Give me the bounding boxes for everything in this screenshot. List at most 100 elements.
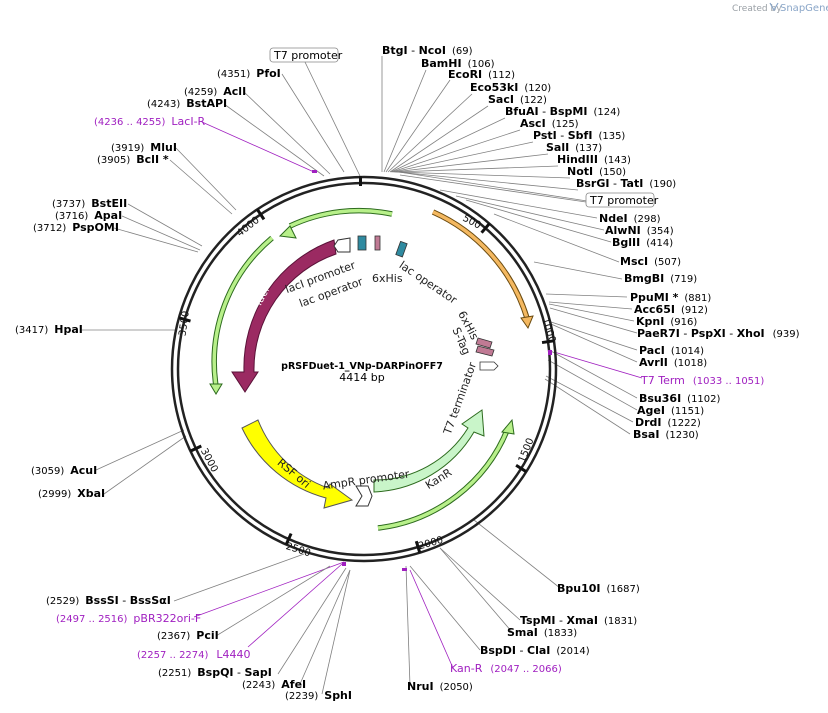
- plasmid-length: 4414 bp: [339, 371, 384, 384]
- snapgene-logo-icon: [769, 2, 779, 12]
- site-label: TspMI - XmaI(1831): [520, 614, 637, 627]
- brand-name: SnapGene: [780, 3, 828, 14]
- site-label: (2239)SphI: [285, 689, 352, 702]
- site-label: Bpu10I(1687): [557, 582, 640, 595]
- site-label: AgeI(1151): [637, 404, 704, 417]
- site-labels-left: (4351)PfoI (4259)AclI (4243)BstAPI (3919…: [15, 67, 306, 691]
- site-label: SalI(137): [546, 141, 602, 154]
- site-label: (4243)BstAPI: [147, 97, 227, 110]
- primer-label: Kan-R(2047 .. 2066): [450, 662, 562, 675]
- t7-promoter-box-1: T7 promoter: [269, 47, 343, 63]
- site-label: Bsu36I(1102): [639, 392, 721, 405]
- site-label: PacI(1014): [639, 344, 704, 357]
- kanr-feature: [373, 409, 485, 493]
- site-label: BsrGI - TatI(190): [576, 177, 676, 190]
- t7-promoter-label: T7 promoter: [273, 49, 343, 62]
- ring-features: [209, 207, 534, 531]
- primer-labels: (4236 .. 4255)LacI-R T7 Term(1033 .. 105…: [56, 115, 764, 675]
- site-label: NruI(2050): [407, 680, 473, 693]
- feature-arrows: [231, 235, 499, 509]
- site-label: SmaI(1833): [507, 626, 577, 639]
- s-tag-feature: [475, 345, 495, 357]
- site-label: BsaI(1230): [633, 428, 699, 441]
- t7-promoter-box-2: T7 promoter: [585, 192, 659, 208]
- site-label: BfuAI - BspMI(124): [505, 105, 620, 118]
- site-label: BspDI - ClaI(2014): [480, 644, 590, 657]
- site-label: PaeR7I - PspXI - XhoI(939): [637, 327, 800, 340]
- leader-lines: [82, 56, 643, 695]
- site-label: SacI(122): [488, 93, 547, 106]
- ruler-label: 2500: [284, 541, 312, 559]
- site-label: (2367)PciI: [157, 629, 219, 642]
- lac-operator-label-2: lac operator: [397, 259, 460, 307]
- origin-arrow-icon: [520, 315, 534, 330]
- arrow-head-icon: [209, 383, 223, 395]
- ring-marks: [312, 170, 552, 571]
- arrow-head-icon: [501, 418, 515, 435]
- t7-terminator-feature: [479, 361, 499, 371]
- site-label: NotI(150): [567, 165, 626, 178]
- ruler-tick: [189, 444, 202, 453]
- ruler-ticks: [178, 208, 555, 554]
- site-label: BmgBI(719): [624, 272, 697, 285]
- lac-operator-feature-2: [395, 240, 408, 258]
- ruler-tick: [541, 339, 555, 345]
- site-label: (3737)BstEII: [52, 197, 127, 210]
- site-label: EcoRI(112): [448, 68, 515, 81]
- t7-promoter-label: T7 promoter: [589, 194, 659, 207]
- site-label: Eco53kI(120): [470, 81, 551, 94]
- arrow-head-icon: [278, 225, 297, 239]
- site-label: (3417)HpaI: [15, 323, 83, 336]
- ruler-tick: [480, 222, 491, 234]
- site-label: (2251)BspQI - SapI: [158, 666, 272, 679]
- ruler-tick: [178, 316, 191, 323]
- ruler-tick: [515, 464, 528, 473]
- laci-promoter-feature: [333, 237, 351, 253]
- site-label: BtgI - NcoI(69): [382, 44, 473, 57]
- 6xhis-feature: [374, 235, 381, 251]
- site-label: (3712)PspOMI: [33, 221, 119, 234]
- ruler-label: 3500: [177, 310, 191, 337]
- site-label: (2999)XbaI: [38, 487, 105, 500]
- site-label: AlwNI(354): [605, 224, 674, 237]
- site-label: BamHI(106): [421, 57, 495, 70]
- lac-operator-feature: [357, 235, 367, 251]
- plasmid-name: pRSFDuet-1_VNp-DARPinOFF7: [281, 361, 443, 372]
- site-label: MscI(507): [620, 255, 681, 268]
- site-label: KpnI(916): [636, 315, 697, 328]
- rsf-ori-feature: [241, 419, 354, 509]
- ampr-promoter-feature: [355, 485, 373, 507]
- site-label: (2529)BssSI - BssSαI: [46, 594, 171, 607]
- site-label: (3716)ApaI: [55, 209, 122, 222]
- site-label: PpuMI *(881): [630, 291, 711, 304]
- primer-label: (4236 .. 4255)LacI-R: [94, 115, 206, 128]
- ruler-tick: [256, 208, 266, 221]
- ruler-tick: [414, 540, 422, 554]
- site-label: (3905)BclI *: [97, 153, 169, 166]
- site-labels-right: BtgI - NcoI(69) BamHI(106) EcoRI(112) Ec…: [285, 44, 800, 702]
- site-label: (3919)MluI: [111, 141, 177, 154]
- backbone-outer: [170, 175, 558, 563]
- 6xhis-label: 6xHis: [372, 272, 403, 285]
- site-label: (4351)PfoI: [217, 67, 281, 80]
- primer-label: T7 Term(1033 .. 1051): [640, 374, 764, 387]
- site-label: (2243)AfeI: [242, 678, 306, 691]
- site-label: PstI - SbfI(135): [533, 129, 625, 142]
- primer-label: (2497 .. 2516)pBR322ori-F: [56, 612, 201, 625]
- created-by-text: Created by: [732, 4, 782, 14]
- 6xhis-feature-2: [475, 337, 493, 349]
- site-label: BglII(414): [612, 236, 673, 249]
- site-label: Acc65I(912): [634, 303, 708, 316]
- site-label: DrdI(1222): [635, 416, 701, 429]
- site-label: AvrII(1018): [639, 356, 707, 369]
- primer-label: (2257 .. 2274)L4440: [137, 648, 251, 661]
- site-label: (4259)AclI: [184, 85, 246, 98]
- laci-feature: [231, 239, 337, 393]
- site-label: (3059)AcuI: [31, 464, 97, 477]
- ruler-tick: [284, 532, 293, 546]
- site-label: AscI(125): [520, 117, 579, 130]
- site-label: HindIII(143): [557, 153, 631, 166]
- ruler-label: 1000: [539, 317, 557, 345]
- backbone-inner: [176, 181, 552, 557]
